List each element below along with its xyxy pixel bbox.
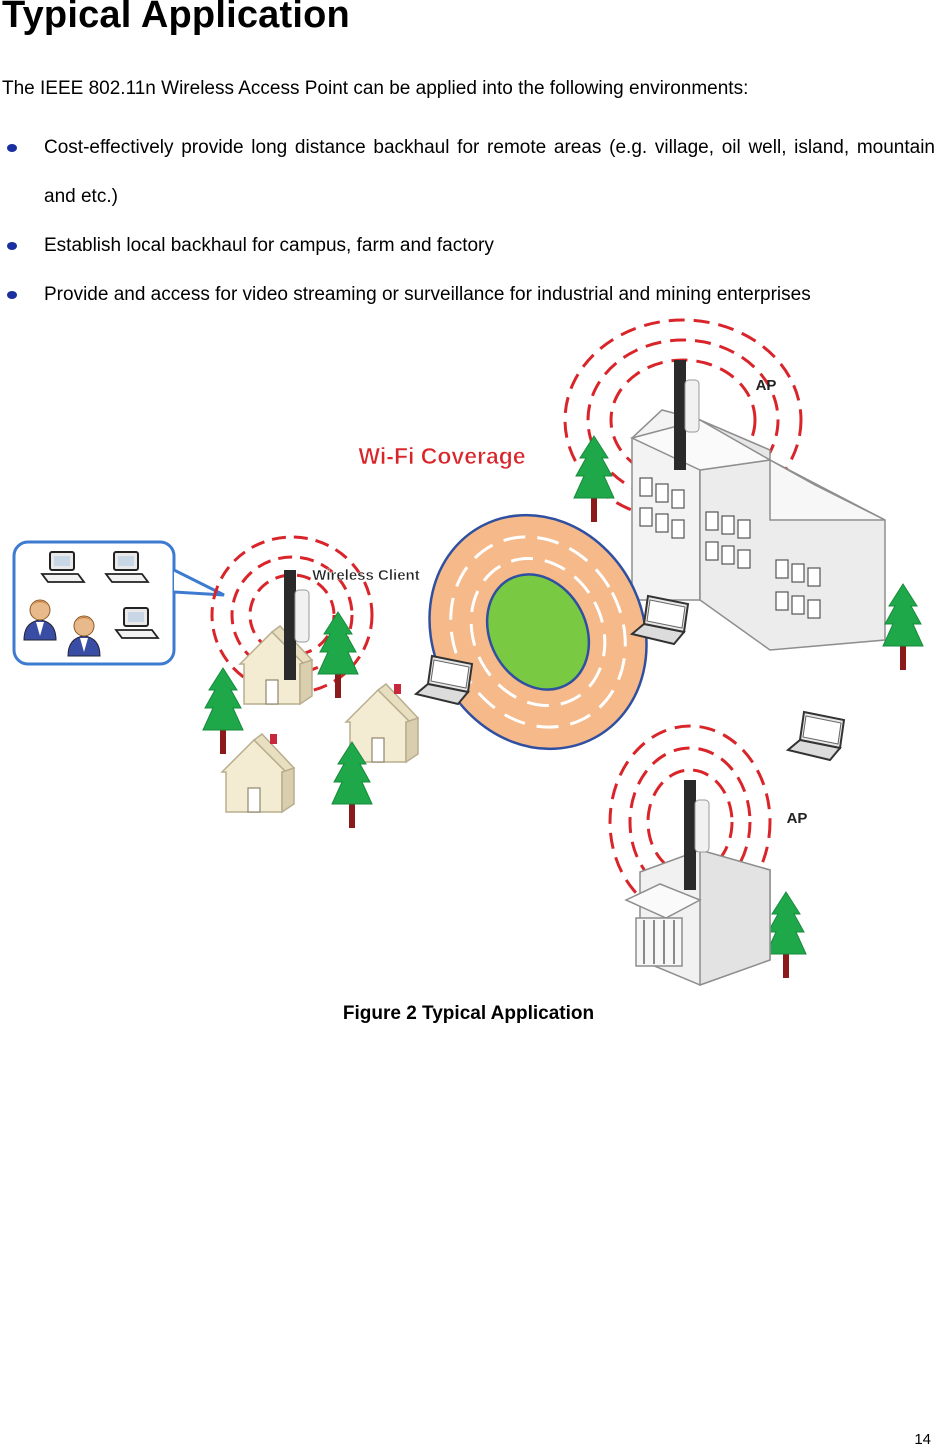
building-windows (639, 477, 821, 619)
intro-paragraph: The IEEE 802.11n Wireless Access Point c… (2, 78, 749, 99)
figure-caption: Figure 2 Typical Application (342, 1003, 595, 1024)
bullet-icon (7, 291, 17, 299)
tree-icon (573, 435, 615, 523)
bullet-item: Provide and access for video streaming o… (0, 270, 937, 319)
typical-application-figure: Wi-Fi Coverage Wireless Client (12, 318, 924, 987)
tree-icon (882, 583, 924, 671)
bullet-item: Cost-effectively provide long distance b… (0, 123, 937, 221)
ap-label-bottom: AP (787, 810, 808, 827)
tree-icon (765, 891, 807, 979)
building-icon (624, 849, 771, 987)
laptop-icon (787, 711, 845, 761)
wifi-coverage-area (428, 513, 648, 751)
ap-label-top: AP (756, 377, 777, 394)
bullet-text: Cost-effectively provide long distance b… (44, 137, 935, 207)
page-heading: Typical Application (2, 0, 350, 36)
house-icon (221, 733, 295, 813)
bullet-item: Establish local backhaul for campus, far… (0, 221, 937, 270)
laptop-icon (415, 655, 473, 705)
wifi-coverage-label: Wi-Fi Coverage (358, 443, 525, 469)
bullet-text: Establish local backhaul for campus, far… (44, 235, 494, 256)
tree-icon (202, 667, 244, 755)
wireless-client-label: Wireless Client (312, 567, 419, 584)
bullet-icon (7, 144, 17, 152)
building-icon (629, 409, 886, 651)
page-number: 14 (914, 1431, 931, 1448)
bullet-list: Cost-effectively provide long distance b… (0, 123, 937, 319)
bullet-icon (7, 242, 17, 250)
bullet-text: Provide and access for video streaming o… (44, 284, 811, 305)
